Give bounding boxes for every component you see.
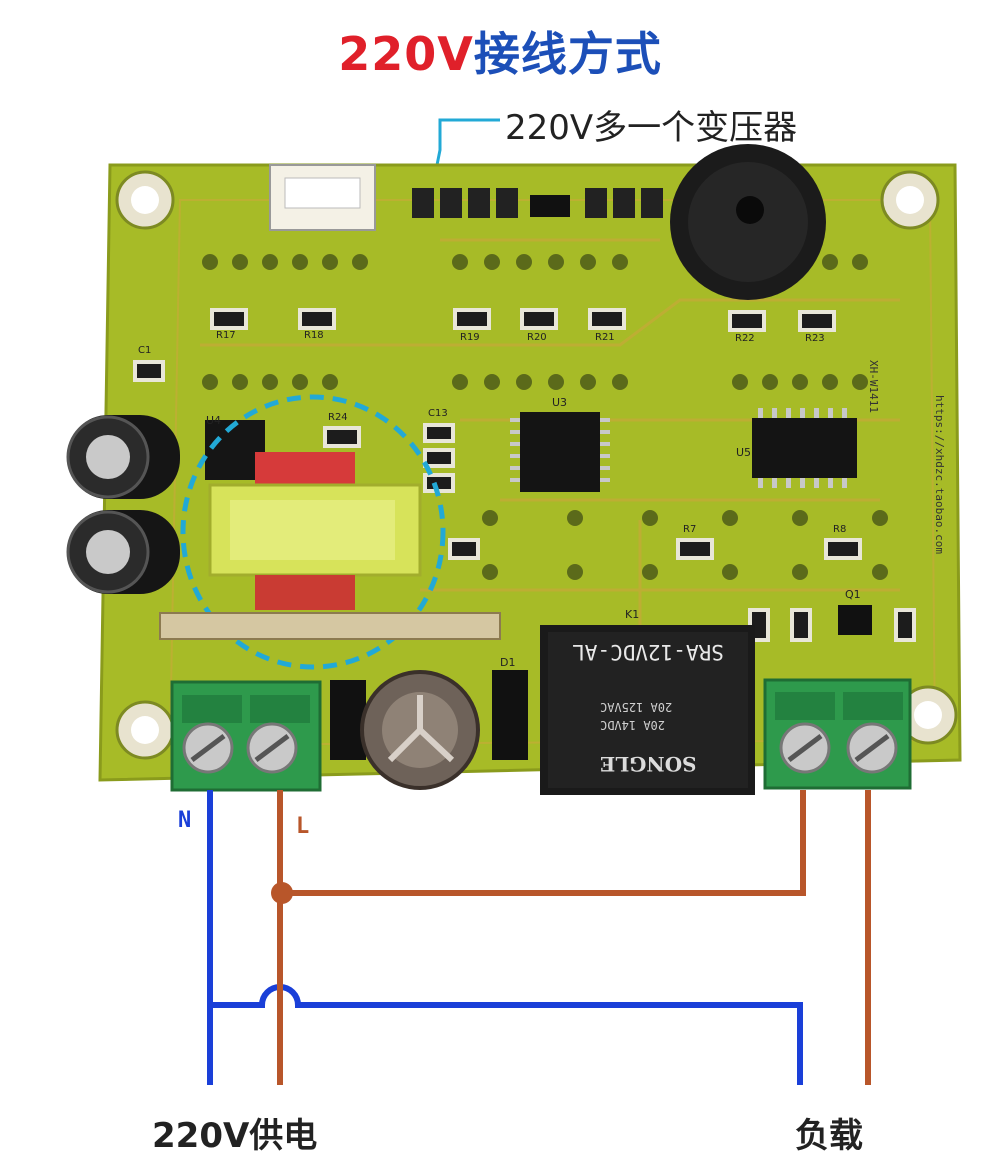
load-label: 负载 xyxy=(795,1116,863,1156)
diode-d1 xyxy=(492,670,528,760)
label-r24: R24 xyxy=(328,412,348,423)
label-c1: C1 xyxy=(138,345,152,356)
solder-pads xyxy=(202,254,888,580)
label-r23: R23 xyxy=(805,333,825,344)
label-q1: Q1 xyxy=(845,588,861,601)
supply-label: 220V供电 xyxy=(152,1116,318,1156)
capacitor-bottom-center xyxy=(360,670,480,790)
label-r20: R20 xyxy=(527,332,547,343)
label-k1: K1 xyxy=(625,608,640,621)
diode-left xyxy=(330,680,366,760)
heat-strip xyxy=(159,612,501,640)
title-method: 接线方式 xyxy=(473,27,662,81)
relay-k1 xyxy=(540,625,755,795)
pin-label-n: N xyxy=(178,808,192,833)
transistor-q1 xyxy=(838,605,872,635)
wire-live xyxy=(277,790,871,1085)
label-r7: R7 xyxy=(683,524,697,535)
label-c13: C13 xyxy=(428,408,448,419)
terminal-block-power xyxy=(170,680,322,792)
relay-model-text: SRA-12VDC-AL xyxy=(572,640,724,664)
smd-row-top xyxy=(412,188,663,218)
relay-rating-2: 20A 14VDC xyxy=(600,718,666,732)
buzzer xyxy=(670,144,826,300)
label-u4: U4 xyxy=(206,414,222,427)
ic-u3 xyxy=(510,412,610,492)
label-u3: U3 xyxy=(552,396,568,409)
label-r17: R17 xyxy=(216,330,236,341)
transformer xyxy=(205,420,422,610)
label-u5: U5 xyxy=(736,446,752,459)
terminal-block-load xyxy=(763,678,912,790)
label-r18: R18 xyxy=(304,330,324,341)
silk-url-vertical: https://xhdzc.taobao.com xyxy=(933,395,946,554)
label-d1: D1 xyxy=(500,656,516,669)
relay-rating-1: 20A 125VAC xyxy=(600,700,673,714)
silk-model-vertical: XH-W1411 xyxy=(867,360,880,413)
page-title: 220V接线方式 xyxy=(0,18,1000,84)
label-r19: R19 xyxy=(460,332,480,343)
pin-label-l: L xyxy=(296,814,310,839)
mounting-holes xyxy=(115,170,958,760)
relay-brand-text: SONGLE xyxy=(600,752,697,776)
ic-u5 xyxy=(752,408,857,488)
transformer-highlight-circle xyxy=(180,394,446,670)
label-r21: R21 xyxy=(595,332,615,343)
label-r22: R22 xyxy=(735,333,755,344)
jst-connector xyxy=(269,164,376,231)
capacitor-bottom-left xyxy=(66,510,180,594)
wire-junction xyxy=(271,882,293,904)
smd-resistors xyxy=(133,308,916,642)
transformer-callout-label: 220V多一个变压器 xyxy=(505,108,798,148)
capacitor-top-left xyxy=(66,415,180,499)
title-voltage: 220V xyxy=(338,27,474,81)
label-r8: R8 xyxy=(833,524,847,535)
